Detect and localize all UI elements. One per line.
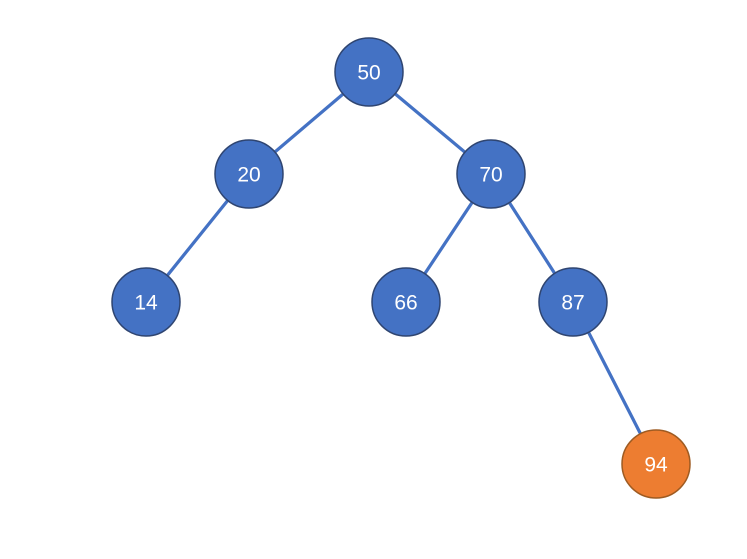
node-circle	[334, 37, 404, 107]
node-circle	[456, 139, 526, 209]
node-label: 50	[357, 62, 380, 85]
tree-node-87: 87	[538, 267, 608, 337]
node-label: 70	[479, 164, 502, 187]
tree-node-50: 50	[334, 37, 404, 107]
tree-node-70: 70	[456, 139, 526, 209]
tree-node-66: 66	[371, 267, 441, 337]
node-circle	[214, 139, 284, 209]
node-label: 14	[134, 292, 158, 315]
tree-node-14: 14	[111, 267, 181, 337]
node-circle	[538, 267, 608, 337]
node-label: 87	[561, 292, 584, 315]
node-label: 20	[237, 164, 260, 187]
node-circle	[371, 267, 441, 337]
node-label: 94	[644, 454, 668, 477]
node-circle	[111, 267, 181, 337]
node-label: 66	[394, 292, 417, 315]
tree-node-94: 94	[621, 429, 691, 499]
tree-node-20: 20	[214, 139, 284, 209]
node-circle-highlighted	[621, 429, 691, 499]
